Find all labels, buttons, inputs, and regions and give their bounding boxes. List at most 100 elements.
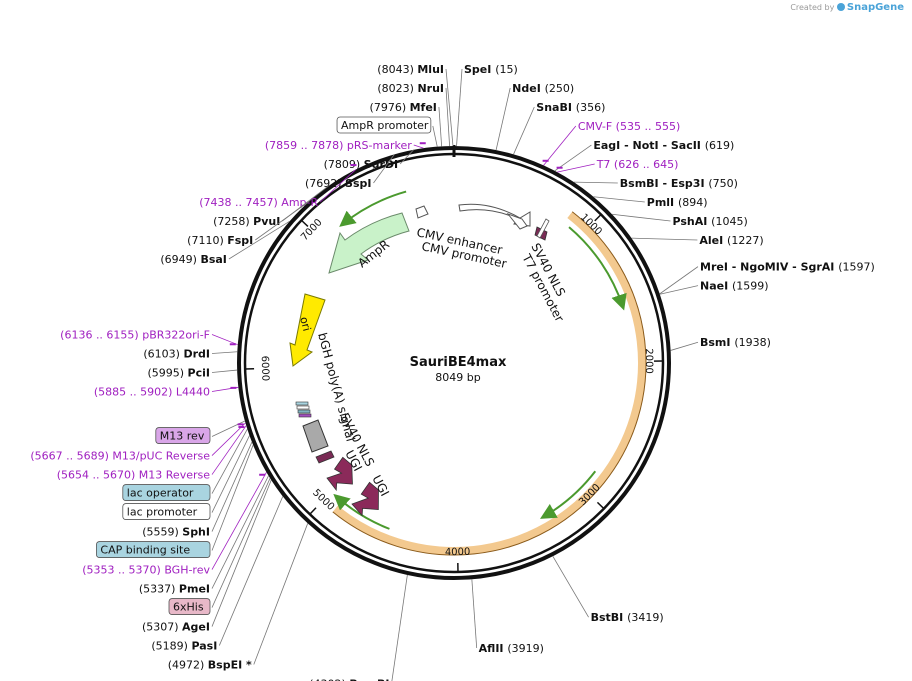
leader-line (211, 475, 269, 589)
feature-label-box (155, 427, 211, 444)
plasmid-name: SauriBE4max (410, 355, 507, 370)
leader-line (471, 579, 478, 649)
direction-arrow-2 (539, 470, 597, 519)
feature-label: M13 rev (160, 430, 205, 443)
restriction-site-label: (7976) MfeI (370, 101, 437, 114)
feature-label-box (168, 598, 211, 615)
primer-label: (5353 .. 5370) BGH-rev (82, 564, 210, 577)
leader-line (438, 106, 443, 147)
leader-line (211, 428, 248, 494)
restriction-site-label: BsmBI - Esp3I (750) (620, 177, 738, 190)
feature-label: 6xHis (173, 601, 204, 614)
restriction-site-label: (4972) BspEI * (168, 659, 252, 672)
primer-mark (259, 473, 266, 476)
leader-line (445, 87, 450, 147)
primer-mark (419, 142, 426, 145)
restriction-site-label: (5307) AgeI (142, 621, 210, 634)
restriction-site-label: (7110) FspI (187, 234, 253, 247)
primer-label: (5667 .. 5689) M13/pUC Reverse (30, 450, 210, 463)
restriction-site-label: BstBI (3419) (591, 611, 664, 624)
leader-line (659, 266, 699, 295)
restriction-site-label: (8023) NruI (377, 82, 444, 95)
restriction-site-label: PshAI (1045) (672, 215, 747, 228)
leader-line (211, 351, 238, 354)
primer-mark (238, 426, 245, 429)
credit-brand: SnapGene (846, 2, 904, 13)
restriction-site-label: SpeI (15) (464, 63, 518, 76)
leader-line (211, 334, 238, 346)
primer-mark (237, 423, 244, 426)
restriction-site-label: AleI (1227) (699, 234, 763, 247)
restriction-site-label: PmlI (894) (647, 196, 708, 209)
feature-label: lac operator (127, 487, 194, 500)
leader-line (211, 435, 250, 513)
plasmid-size: 8049 bp (435, 371, 480, 384)
snapgene-credit: Created by SnapGene (790, 2, 904, 13)
feature-t7-sv40-nls: SV40 NLS T7 promoter (519, 218, 568, 324)
direction-arrow-1 (568, 226, 627, 311)
feature-label-box (122, 503, 211, 520)
restriction-site-label: (6949) BsaI (160, 253, 227, 266)
tick-mark (594, 213, 602, 222)
leader-line (319, 169, 357, 203)
restriction-site-label: SnaBI (356) (536, 101, 605, 114)
leader-line (495, 87, 511, 151)
orf-band-edge (332, 211, 647, 556)
leader-line (211, 479, 272, 627)
restriction-site-label: BsmI (1938) (700, 336, 771, 349)
restriction-site-label: (8043) MluI (377, 63, 444, 76)
restriction-site-label: (7258) PvuI (213, 215, 280, 228)
leader-line (399, 149, 414, 165)
primer-label: (7859 .. 7878) pRS-marker (265, 139, 412, 152)
feature-label-box (96, 541, 211, 558)
leader-line (211, 478, 271, 608)
leader-line (218, 496, 284, 646)
snapgene-logo-icon (836, 3, 845, 11)
leader-line (659, 285, 699, 295)
leader-line (211, 422, 246, 456)
primer-label: (5885 .. 5902) L4440 (94, 386, 210, 399)
tick-mark (596, 501, 605, 510)
leader-line (554, 144, 592, 172)
restriction-site-label: (5559) SphI (142, 526, 210, 539)
site-annotations: SpeI (15)NdeI (250)SnaBI (356)CMV-F (535… (30, 63, 875, 681)
primer-mark (542, 159, 549, 162)
feature-label-box (336, 116, 432, 134)
ori-label: ori (297, 315, 313, 332)
feature-bgh-polya (302, 419, 329, 453)
restriction-site-label: (5189) PasI (151, 640, 217, 653)
primer-label: T7 (626 .. 645) (596, 158, 679, 171)
leader-line (373, 154, 395, 184)
restriction-site-label: MreI - NgoMIV - SgrAI (1597) (700, 261, 875, 274)
leader-line (228, 220, 290, 260)
leader-line (211, 425, 247, 475)
direction-arrow-ampr (339, 190, 407, 227)
restriction-site-label: NaeI (1599) (700, 280, 769, 293)
feature-label: CAP binding site (100, 544, 190, 557)
leader-line (432, 125, 438, 147)
restriction-site-label: NdeI (250) (512, 82, 574, 95)
feature-ugi-2: UGI (351, 473, 392, 517)
primer-label: (6136 .. 6155) pBR322ori-F (60, 329, 210, 342)
leader-line (253, 523, 309, 665)
feature-ugi-1: UGI (326, 448, 365, 492)
feature-ampr-promoter-stub (415, 205, 429, 219)
feature-label: lac promoter (127, 506, 198, 519)
leader-line (211, 444, 254, 551)
leader-line (211, 441, 253, 532)
leader-line (573, 181, 618, 184)
leader-line (413, 144, 424, 149)
primer-mark (229, 343, 236, 346)
credit-prefix: Created by (790, 3, 835, 12)
leader-line (557, 163, 595, 173)
feature-label-box (122, 484, 211, 501)
leader-line (211, 472, 267, 570)
leader-line (611, 213, 671, 222)
restriction-site-label: (6103) DrdI (143, 348, 210, 361)
feature-lac-cluster (295, 401, 312, 418)
leader-line (593, 196, 645, 203)
leader-line (211, 369, 238, 373)
primer-mark (350, 164, 357, 167)
feature-ampr: AmpR (328, 212, 410, 274)
